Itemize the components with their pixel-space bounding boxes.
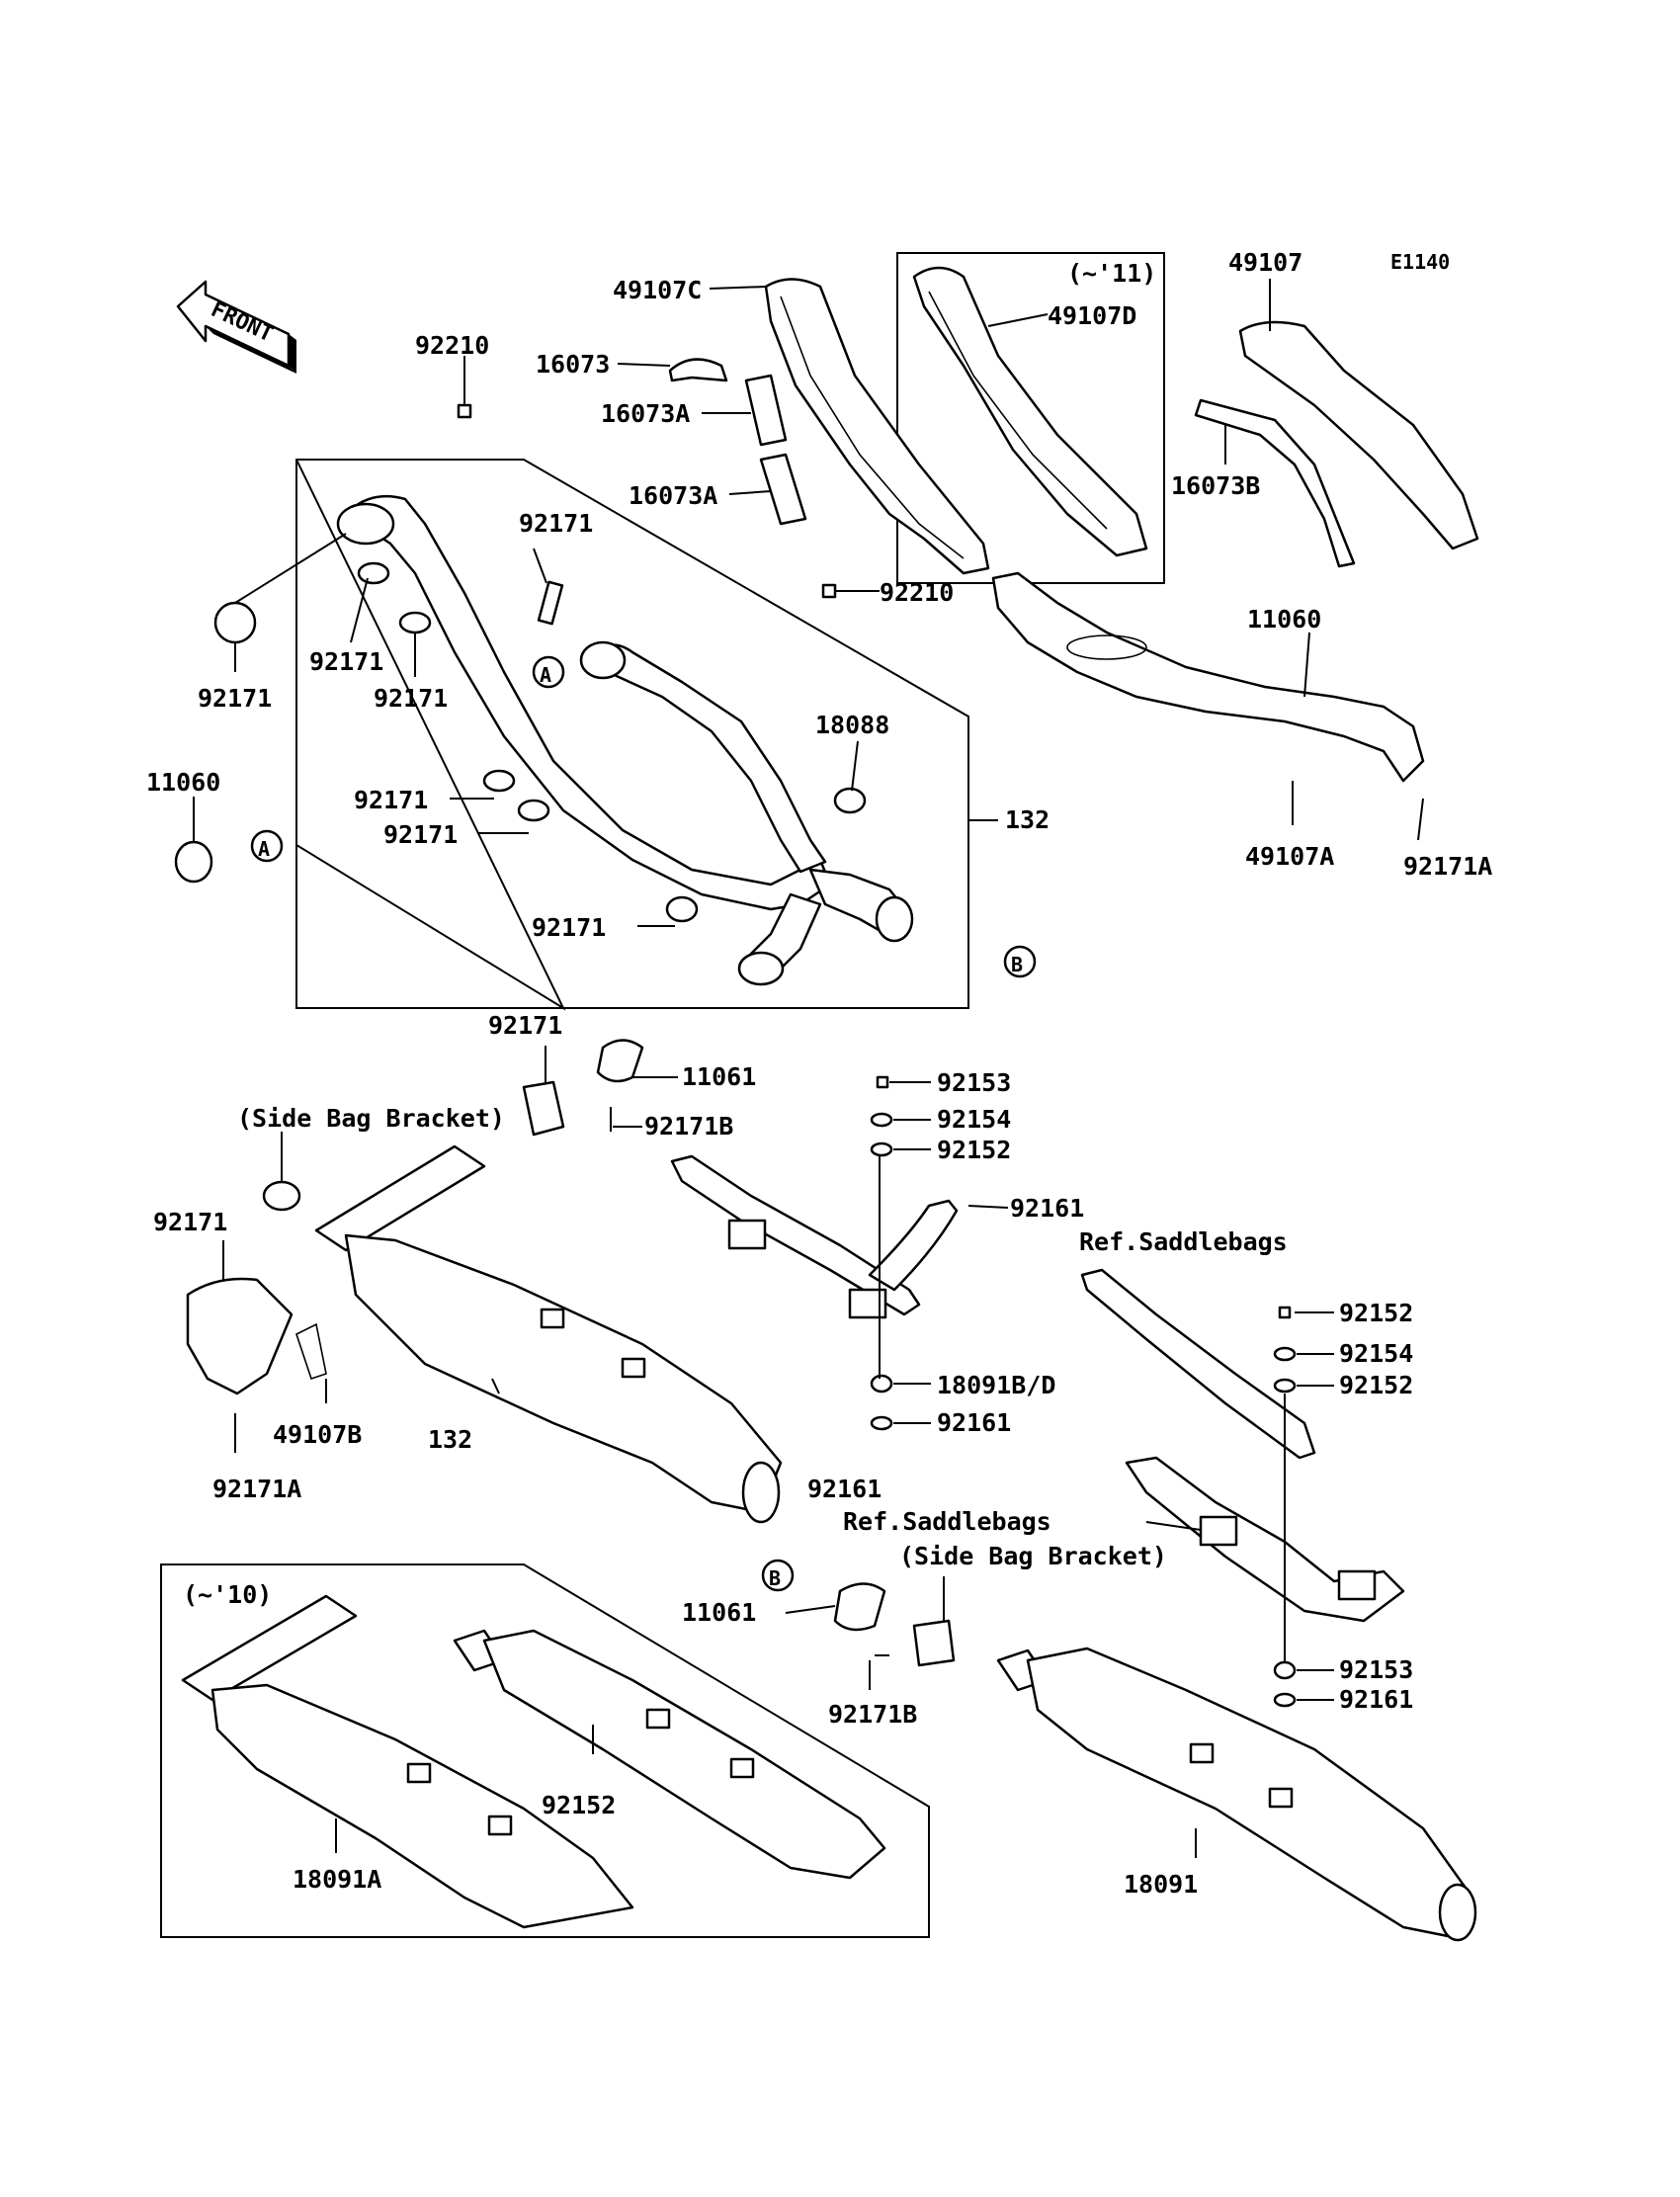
nut-92210-1 <box>457 403 472 419</box>
callout-label: 92171 <box>198 684 272 713</box>
callout-label: 18091A <box>293 1865 381 1894</box>
callout-label: 92153 <box>937 1068 1011 1097</box>
leader-lines <box>193 279 1424 1858</box>
clamp-icon <box>357 561 867 923</box>
callout-label: Ref.Saddlebags <box>843 1507 1051 1536</box>
callout-label: 18088 <box>815 711 889 739</box>
reference-marker-a-2: A <box>250 829 284 863</box>
callout-label: 49107A <box>1245 842 1334 871</box>
callout-label: 92153 <box>1339 1655 1413 1684</box>
callout-label: 132 <box>1005 805 1050 834</box>
callout-label: 92171B <box>828 1700 917 1729</box>
gasket-11060-1 <box>213 601 257 644</box>
svg-text:B: B <box>769 1566 781 1590</box>
gasket-11061-2 <box>912 1619 956 1667</box>
spacer-16073 <box>668 358 728 382</box>
callout-label: 92171 <box>153 1208 227 1236</box>
callout-label: 18091B/D <box>937 1371 1055 1399</box>
callout-label: 92210 <box>415 331 489 360</box>
callout-label: 11061 <box>682 1062 756 1091</box>
callout-label: 92210 <box>880 578 954 607</box>
callout-label: 16073A <box>601 399 690 428</box>
nut-92210-2 <box>821 583 837 599</box>
callout-label: 92171A <box>1403 852 1492 881</box>
heat-cover-49107 <box>1238 320 1479 550</box>
svg-text:A: A <box>540 663 551 687</box>
gasket-11060-2 <box>174 840 213 884</box>
callout-label: 92161 <box>1339 1685 1413 1714</box>
callout-label: 16073A <box>629 481 717 510</box>
fastener-icon <box>610 1075 1297 1708</box>
callout-label: 92152 <box>937 1136 1011 1164</box>
callout-label: 11060 <box>146 768 220 797</box>
callout-label: 49107B <box>273 1420 362 1449</box>
callout-label: (Side Bag Bracket) <box>899 1542 1167 1570</box>
callout-label: 92171 <box>309 647 383 676</box>
callout-label: 11060 <box>1247 605 1321 634</box>
spacer-16073a-1 <box>744 374 788 447</box>
callout-label: 49107D <box>1048 301 1136 330</box>
callout-label: 92161 <box>807 1475 882 1503</box>
callout-label: 92154 <box>937 1105 1011 1134</box>
callout-label: 92171 <box>374 684 448 713</box>
callout-labels: 49107C 49107D 49107 16073 16073A 16073A … <box>146 248 1492 1899</box>
diagram-code: E1140 <box>1390 250 1450 274</box>
gasket-11061-1 <box>522 1080 565 1137</box>
callout-label: 92171 <box>488 1011 562 1040</box>
clamp-92171b-1 <box>596 1039 644 1083</box>
muffler-18091a <box>453 1629 886 1880</box>
spacer-16073a-2 <box>759 453 807 526</box>
head-pipe-18088 <box>336 494 914 986</box>
muffler-18091 <box>181 1594 634 1929</box>
saddlebag-bracket-upper <box>670 1154 959 1319</box>
box-head-pipe <box>295 459 969 1009</box>
callout-label: 92152 <box>542 1791 616 1819</box>
box-2010-mufflers <box>160 1563 930 1938</box>
callout-label: 92154 <box>1339 1339 1413 1368</box>
callout-label: 49107C <box>613 276 702 304</box>
reference-marker-b-1: B <box>1003 945 1037 978</box>
callout-label: 16073B <box>1171 471 1260 500</box>
callout-label: 92161 <box>1010 1194 1084 1223</box>
saddlebag-bracket-lower <box>1080 1268 1405 1623</box>
callout-label: 132 <box>428 1425 472 1454</box>
clamp-92171-49107b <box>262 1180 301 1212</box>
callout-label: 18091 <box>1124 1870 1198 1899</box>
heat-cover-49107d <box>912 266 1148 557</box>
callout-label: (Side Bag Bracket) <box>237 1104 505 1133</box>
callout-label: 92171 <box>519 509 593 538</box>
heat-cover-49107a <box>991 571 1425 783</box>
heat-cover-49107b <box>186 1277 294 1395</box>
callout-label: 92161 <box>937 1408 1011 1437</box>
callout-label: 92171 <box>354 786 428 814</box>
front-arrow-icon: FRONT <box>176 280 296 374</box>
callout-label: 16073 <box>536 350 610 379</box>
box-label-2011: (~'11) <box>1067 259 1156 288</box>
callout-label: 11061 <box>682 1598 756 1627</box>
muffler-18091bd <box>314 1144 783 1524</box>
callout-label: 92152 <box>1339 1299 1413 1327</box>
muffler-18091ce <box>996 1647 1477 1942</box>
callout-label: Ref.Saddlebags <box>1079 1227 1288 1256</box>
reference-marker-a-1: A <box>532 655 565 689</box>
heat-cover-49107c <box>764 278 990 575</box>
box-head-pipe-left <box>295 459 566 1011</box>
svg-text:B: B <box>1011 953 1023 976</box>
reference-marker-b-2: B <box>761 1559 795 1592</box>
box-label-2010: (~'10) <box>183 1580 272 1609</box>
callout-label: 92171B <box>644 1112 733 1141</box>
clamp-92171b-2 <box>833 1582 886 1632</box>
heat-shield-16073b <box>1194 398 1356 568</box>
callout-label: 92171A <box>212 1475 301 1503</box>
callout-label: 49107 <box>1228 248 1302 277</box>
callout-label: 92171 <box>532 913 606 942</box>
svg-text:A: A <box>258 837 270 861</box>
callout-label: 92152 <box>1339 1371 1413 1399</box>
callout-label: 92171 <box>383 820 458 849</box>
